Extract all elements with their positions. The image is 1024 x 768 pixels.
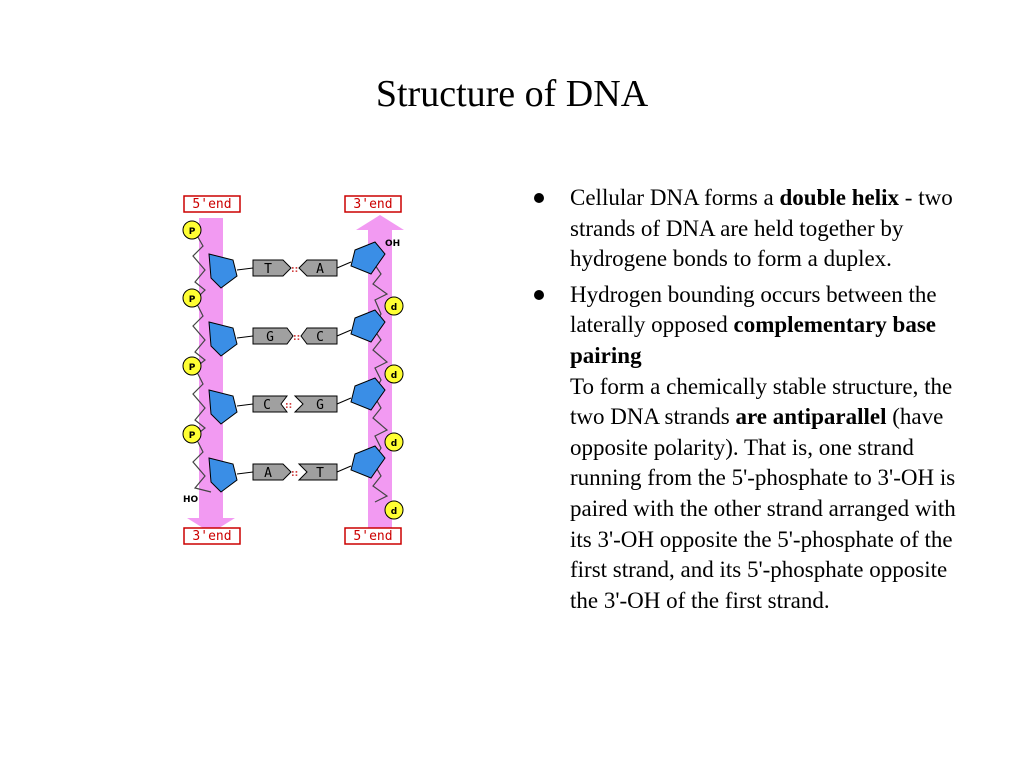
bullet-item: Hydrogen bounding occurs between the lat… (534, 280, 974, 617)
bullet-2-bold-2: are antiparallel (735, 404, 887, 430)
label-top-left: 5'end (183, 195, 241, 213)
svg-text:T: T (316, 466, 324, 481)
sugar-right-group (350, 241, 386, 479)
sugar-left-group (208, 253, 238, 493)
label-bottom-right: 5'end (344, 527, 402, 545)
svg-text:C: C (263, 398, 271, 413)
svg-text:::: :: (285, 401, 292, 411)
label-bottom-left: 3'end (183, 527, 241, 545)
bullet-dot (534, 193, 544, 203)
svg-text:A: A (264, 466, 272, 481)
svg-text:C: C (316, 330, 324, 345)
ho-label: HO (183, 495, 199, 505)
base-pair-4: A :: T (252, 463, 338, 481)
base-connectors (236, 261, 352, 475)
bullet-2-pre: Hydrogen bounding occurs between the lat… (570, 281, 937, 338)
svg-text:P: P (189, 227, 196, 237)
svg-text:::: :: (291, 469, 298, 479)
svg-text:5'end: 5'end (353, 529, 392, 544)
svg-text:P: P (189, 431, 196, 441)
dna-diagram: 5'end 3'end 3'end 5'end OH HO P P P P d … (182, 195, 404, 545)
svg-text:d: d (391, 439, 397, 449)
svg-text:3'end: 3'end (353, 197, 392, 212)
phosphate-right-group: d d d d (384, 296, 404, 520)
svg-text:d: d (391, 371, 397, 381)
svg-text:d: d (391, 507, 397, 517)
bullet-1-pre: Cellular DNA forms a (570, 185, 780, 210)
oh-label: OH (385, 239, 400, 249)
bullet-2-mid: To form a chemically stable structure, t… (570, 373, 953, 430)
svg-text:G: G (316, 398, 324, 413)
base-pair-3: C :: G (252, 395, 338, 413)
bullet-list: Cellular DNA forms a double helix - two … (534, 183, 974, 621)
svg-text:P: P (189, 363, 196, 373)
svg-text:T: T (264, 262, 272, 277)
svg-text:P: P (189, 295, 196, 305)
base-pair-2: G :: C (252, 327, 338, 345)
phosphate-left-group: P P P P (182, 220, 202, 444)
bullet-1-bold: double helix (779, 185, 900, 210)
svg-text:5'end: 5'end (192, 197, 231, 212)
bullet-1-post: - two strands of DNA are held together b… (570, 185, 953, 272)
bullet-dot (534, 289, 544, 300)
bullet-item: Cellular DNA forms a double helix - two … (534, 183, 974, 275)
svg-text:A: A (316, 262, 324, 277)
svg-text:G: G (266, 330, 274, 345)
base-pair-1: T :: A (252, 259, 338, 277)
slide-title: Structure of DNA (375, 73, 649, 115)
svg-text:::: :: (291, 265, 298, 275)
svg-text:d: d (391, 303, 397, 313)
bullet-2-post: (have opposite polarity). That is, one s… (570, 404, 956, 613)
bullet-2-bold-1: complementary base pairing (570, 312, 937, 368)
label-top-right: 3'end (344, 195, 402, 213)
svg-text:::: :: (293, 333, 300, 343)
svg-text:3'end: 3'end (192, 529, 231, 544)
